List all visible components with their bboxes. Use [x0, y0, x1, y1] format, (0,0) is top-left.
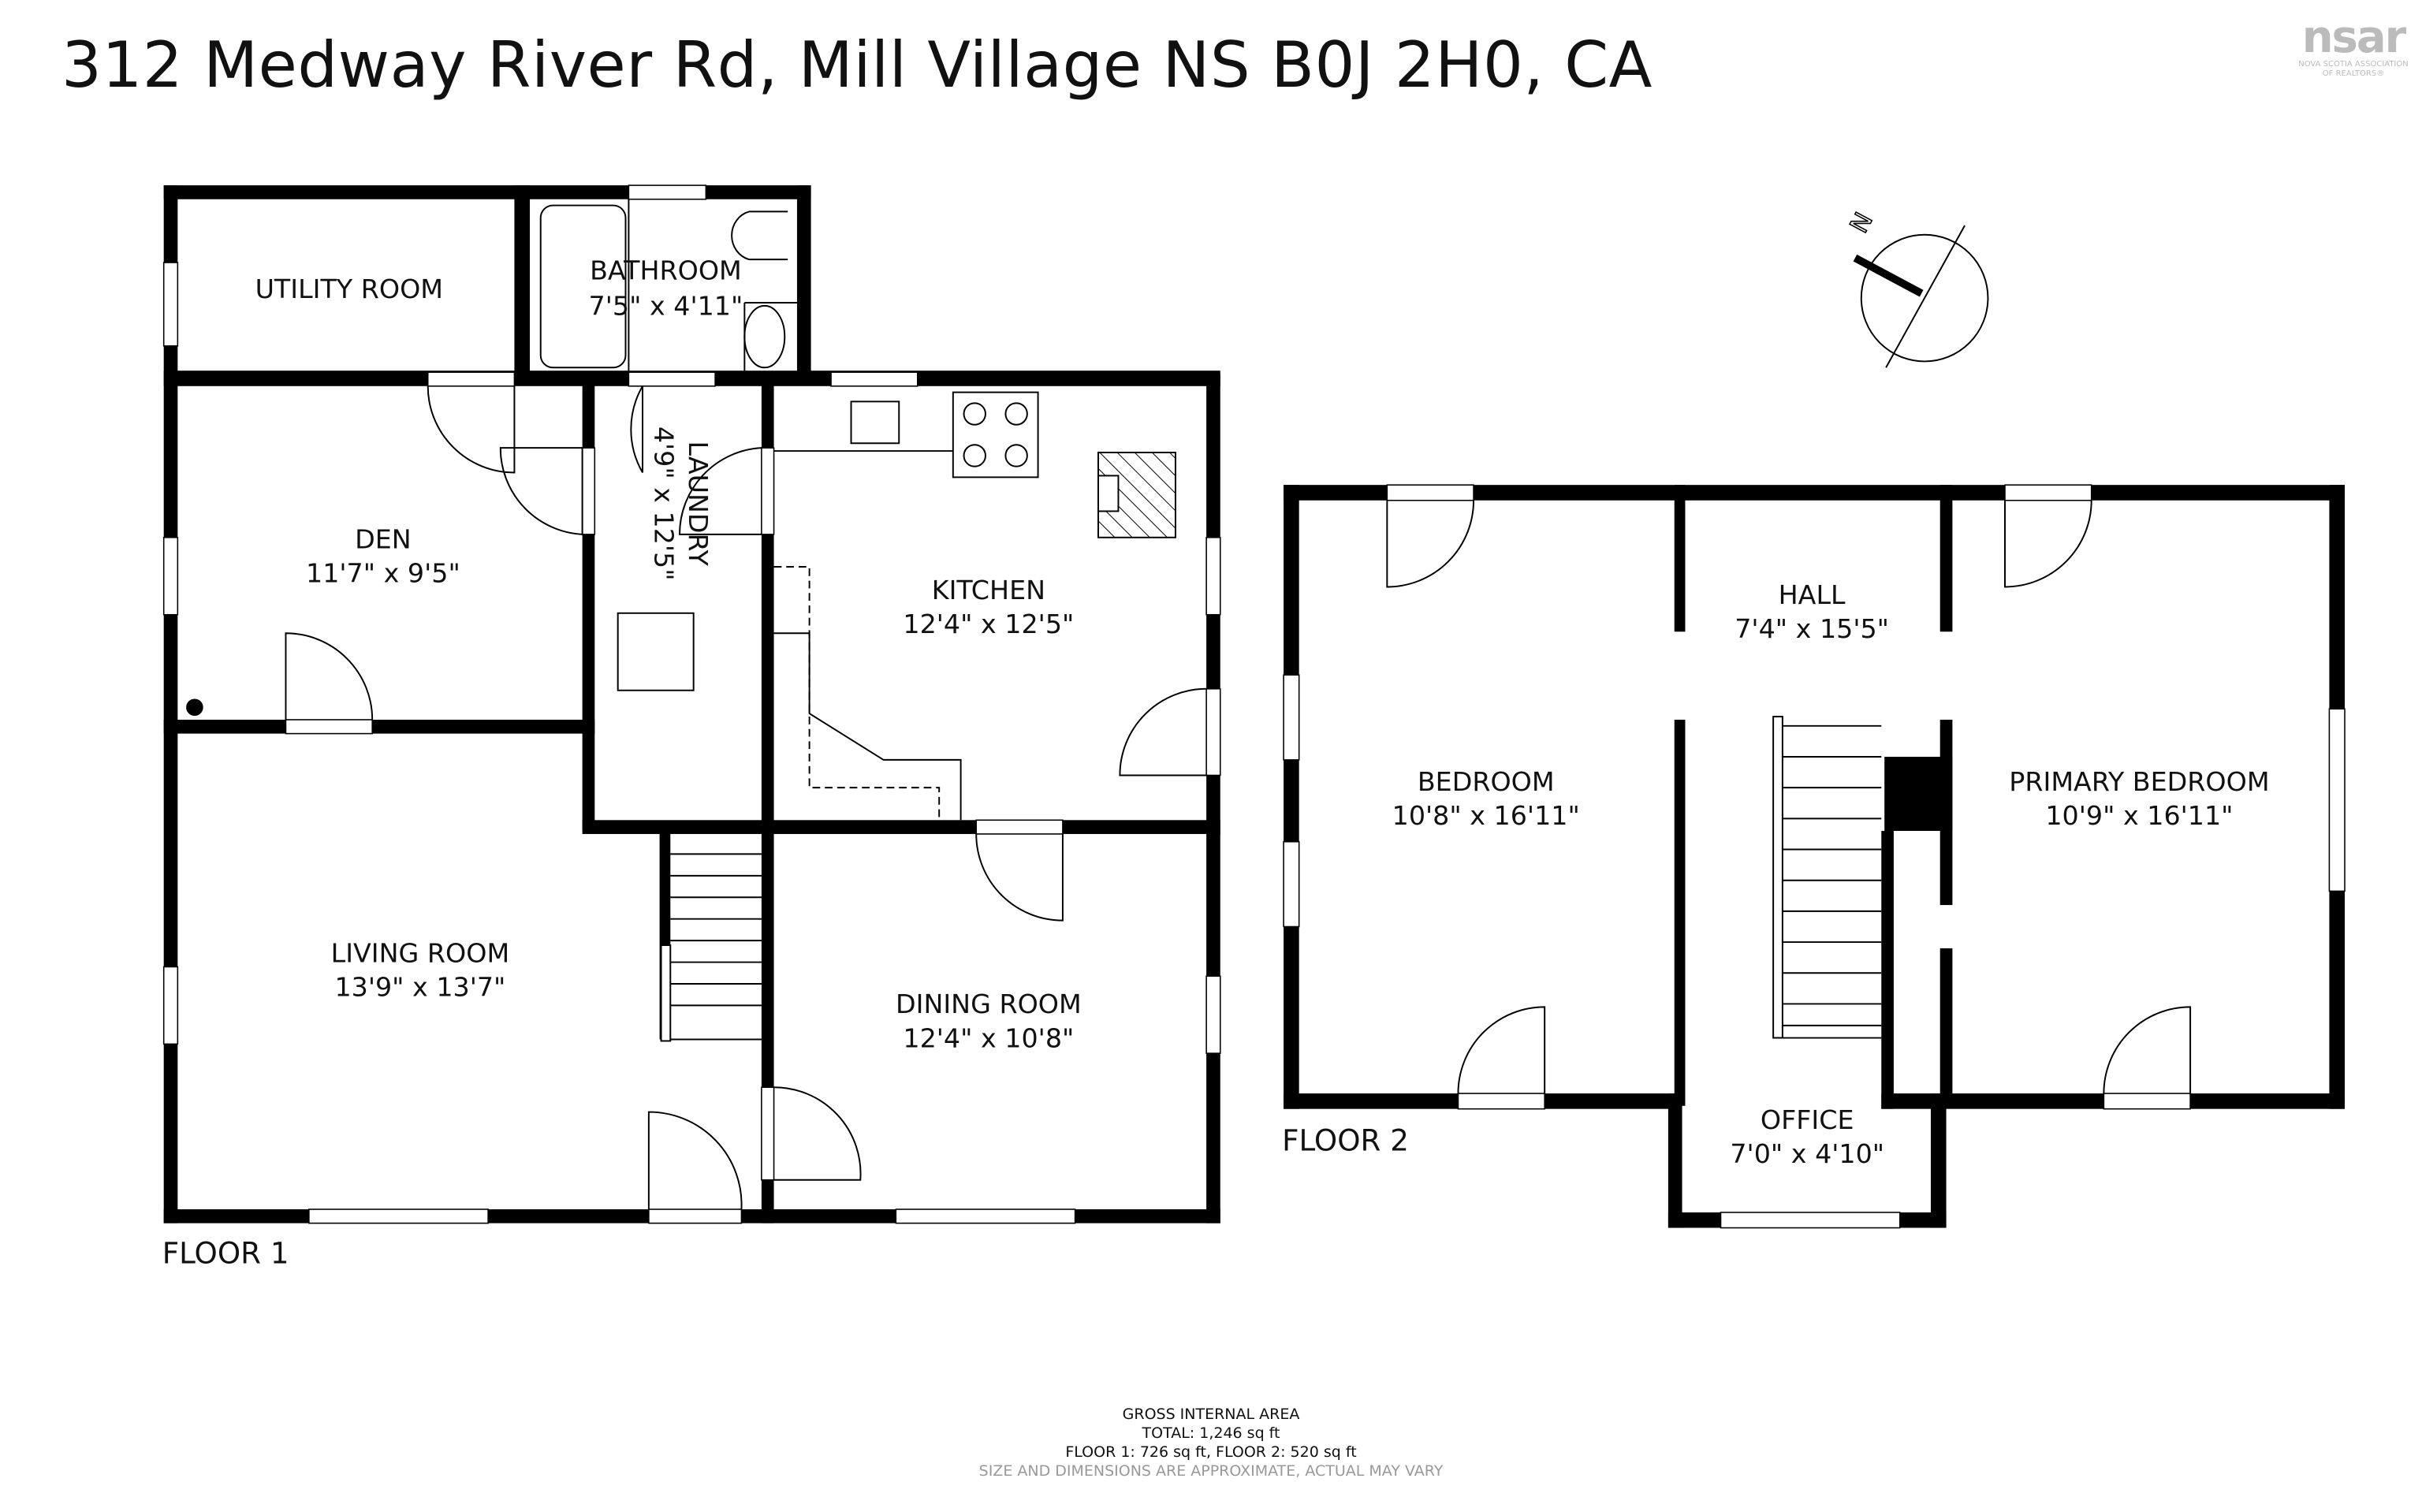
bathroom-sink: [743, 304, 786, 369]
north-arrow-icon: N: [1844, 207, 1989, 368]
bathtub: [539, 204, 627, 369]
room-name-bedroom: BEDROOM: [1418, 766, 1555, 797]
stairs-floor-2: [1772, 716, 1882, 1039]
room-dims-den: 11'7" x 9'5": [306, 558, 460, 589]
floor-1-label: FLOOR 1: [162, 1236, 289, 1271]
nsar-logo: nsar NOVA SCOTIA ASSOCIATION OF REALTORS…: [2290, 16, 2416, 79]
logo-line1: NOVA SCOTIA ASSOCIATION: [2298, 60, 2409, 69]
room-dims-laundry: 4'9" x 12'5": [649, 426, 680, 581]
washer: [617, 612, 695, 691]
room-name-laundry: LAUNDRY: [683, 441, 714, 567]
compass-n-label: N: [1845, 208, 1879, 238]
area-disclaimer: SIZE AND DIMENSIONS ARE APPROXIMATE, ACT…: [978, 1462, 1444, 1480]
floor-1-fixtures: [186, 199, 1176, 1042]
room-name-bathroom: BATHROOM: [590, 255, 742, 286]
area-heading: GROSS INTERNAL AREA: [1122, 1406, 1300, 1423]
room-name-office: OFFICE: [1761, 1104, 1854, 1135]
stairs-floor-1: [660, 853, 762, 1042]
area-floors: FLOOR 1: 726 sq ft, FLOOR 2: 520 sq ft: [1065, 1443, 1357, 1461]
room-name-living: LIVING ROOM: [331, 938, 510, 969]
room-dims-bathroom: 7'5" x 4'11": [589, 291, 743, 322]
room-dims-bedroom: 10'8" x 16'11": [1392, 800, 1580, 831]
floor-1-plan: [163, 185, 1220, 1223]
floor-2-label: FLOOR 2: [1282, 1123, 1409, 1158]
stove: [952, 391, 1039, 479]
room-dims-dining: 12'4" x 10'8": [903, 1022, 1074, 1053]
kitchen-counter: [773, 632, 962, 821]
room-name-utility: UTILITY ROOM: [255, 274, 443, 304]
room-dims-living: 13'9" x 13'7": [334, 972, 505, 1003]
kitchen-sink: [850, 400, 900, 445]
page-title: 312 Medway River Rd, Mill Village NS B0J…: [61, 28, 1653, 102]
toilet: [731, 210, 788, 261]
logo-mark: nsar: [2301, 12, 2407, 63]
floor-2-openings: [1283, 484, 2346, 1229]
room-dims-primary-bedroom: 10'9" x 16'11": [2045, 800, 2233, 831]
room-dims-kitchen: 12'4" x 12'5": [903, 609, 1074, 639]
room-dims-office: 7'0" x 4'10": [1730, 1138, 1884, 1169]
area-total: TOTAL: 1,246 sq ft: [1142, 1424, 1280, 1442]
room-name-primary-bedroom: PRIMARY BEDROOM: [2009, 766, 2269, 797]
area-summary: GROSS INTERNAL AREA TOTAL: 1,246 sq ft F…: [867, 1405, 1555, 1480]
logo-line2: OF REALTORS®: [2322, 69, 2385, 78]
floor-1-door-swings: [285, 385, 1207, 1210]
floor-2-door-swings: [1386, 500, 2192, 1094]
floor-1-openings: [162, 184, 1221, 1224]
room-name-kitchen: KITCHEN: [932, 575, 1045, 605]
room-name-hall: HALL: [1779, 579, 1846, 610]
room-name-den: DEN: [355, 523, 412, 554]
room-dims-hall: 7'4" x 15'5": [1735, 613, 1889, 644]
room-name-dining: DINING ROOM: [896, 989, 1082, 1019]
